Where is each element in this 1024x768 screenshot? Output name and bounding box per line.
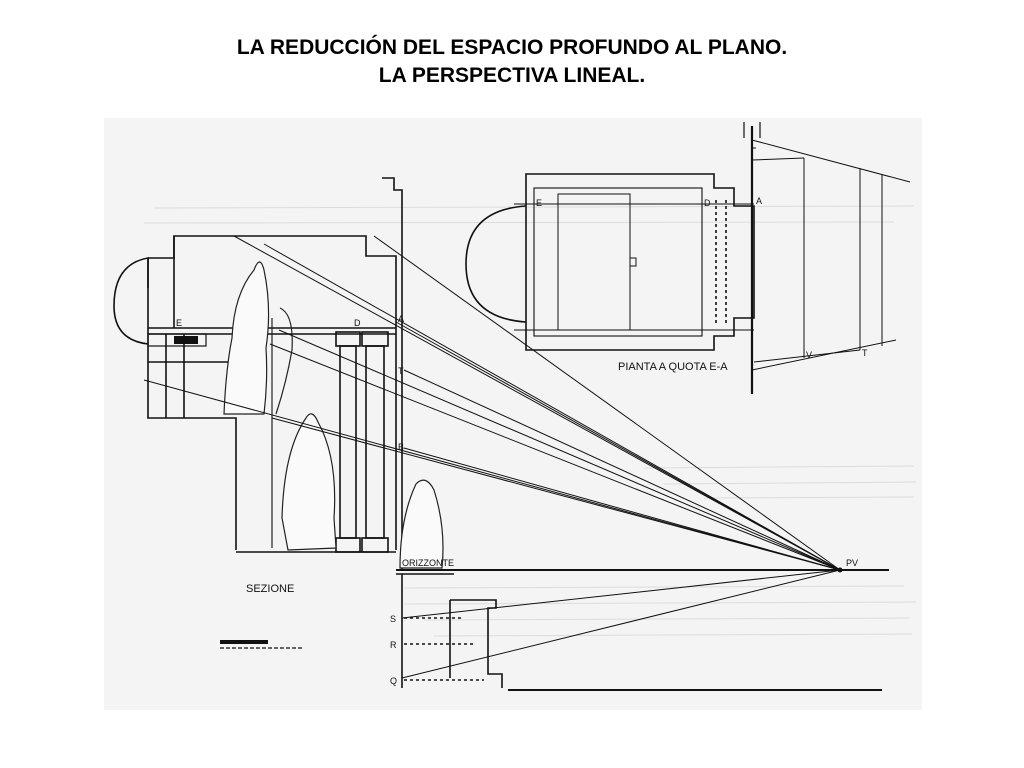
perspective-drawing: SEZIONE PIANTA A QUOTA E-A ORIZZONTE PV …	[104, 118, 922, 710]
perspective-rays	[143, 235, 841, 679]
section-point-t: T	[398, 366, 404, 376]
section-label: SEZIONE	[246, 583, 294, 595]
vanishing-point-label: PV	[846, 558, 858, 568]
slide-title: LA REDUCCIÓN DEL ESPACIO PROFUNDO AL PLA…	[0, 34, 1024, 90]
plan-point-v: V	[806, 350, 812, 360]
section-point-a: A	[398, 314, 404, 324]
horizon-label: ORIZZONTE	[402, 558, 454, 568]
plan-label: PIANTA A QUOTA E-A	[618, 361, 728, 373]
plan-drawing	[465, 122, 761, 394]
section-point-b: B	[398, 442, 404, 452]
figure-lower-right	[399, 479, 444, 569]
title-line-1: LA REDUCCIÓN DEL ESPACIO PROFUNDO AL PLA…	[236, 36, 788, 59]
scale-bar	[220, 640, 304, 649]
figure-kneeling	[281, 413, 337, 551]
plan-point-e: E	[536, 198, 542, 208]
figure-staff	[275, 307, 293, 415]
plan-projection	[751, 139, 911, 371]
title-line-2: LA PERSPECTIVA LINEAL.	[378, 64, 646, 87]
vanishing-point	[837, 567, 843, 573]
plan-point-d: D	[704, 198, 711, 208]
perspective-plate: SEZIONE PIANTA A QUOTA E-A ORIZZONTE PV …	[104, 118, 922, 710]
plan-point-t: T	[862, 348, 868, 358]
plan-point-a: A	[756, 196, 762, 206]
scale-point-s: S	[390, 614, 396, 624]
scale-point-q: Q	[390, 676, 397, 686]
figures	[223, 261, 444, 569]
section-point-e: E	[176, 318, 182, 328]
figure-upper	[223, 261, 270, 415]
scale-point-r: R	[390, 640, 397, 650]
section-point-d: D	[354, 318, 361, 328]
